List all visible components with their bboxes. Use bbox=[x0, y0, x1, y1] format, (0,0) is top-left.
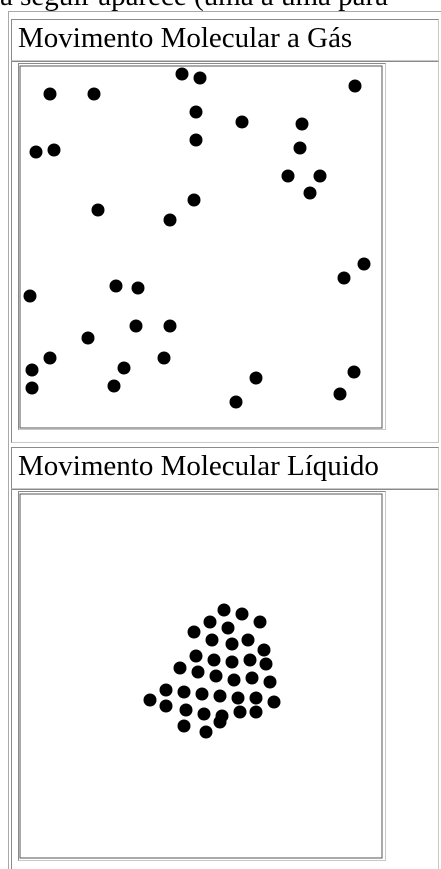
liquid-molecule bbox=[249, 705, 263, 719]
liquid-molecule bbox=[199, 725, 213, 739]
liquid-molecule bbox=[213, 689, 227, 703]
liquid-molecule bbox=[177, 719, 191, 733]
gas-molecule bbox=[235, 115, 249, 129]
gas-molecule bbox=[163, 319, 177, 333]
gas-molecule bbox=[357, 257, 371, 271]
liquid-molecule bbox=[205, 633, 219, 647]
gas-molecule bbox=[91, 203, 105, 217]
gas-molecule bbox=[25, 363, 39, 377]
liquid-molecule bbox=[143, 693, 157, 707]
clipped-header-text: a seguir aparece (uma a uma para bbox=[0, 0, 441, 12]
liquid-molecule bbox=[245, 671, 259, 685]
gas-molecule bbox=[281, 169, 295, 183]
liquid-molecule bbox=[189, 649, 203, 663]
gas-molecule bbox=[348, 79, 362, 93]
liquid-molecule bbox=[225, 655, 239, 669]
liquid-molecule bbox=[249, 691, 263, 705]
gas-molecule bbox=[43, 351, 57, 365]
gas-molecule bbox=[295, 117, 309, 131]
liquid-molecule bbox=[221, 621, 235, 635]
liquid-title-cell: Movimento Molecular Líquido bbox=[11, 447, 439, 489]
liquid-molecule bbox=[191, 665, 205, 679]
gas-molecule bbox=[107, 379, 121, 393]
gas-molecule bbox=[189, 133, 203, 147]
gas-molecule bbox=[129, 319, 143, 333]
liquid-molecule bbox=[267, 695, 281, 709]
gas-panel-title: Movimento Molecular a Gás bbox=[18, 22, 353, 54]
liquid-molecule bbox=[195, 687, 209, 701]
liquid-molecule bbox=[213, 715, 227, 729]
gas-simulation-cell bbox=[11, 61, 439, 443]
gas-molecule bbox=[117, 361, 131, 375]
liquid-molecule bbox=[159, 699, 173, 713]
gas-molecule bbox=[157, 351, 171, 365]
liquid-molecule bbox=[179, 703, 193, 717]
gas-molecule bbox=[347, 365, 361, 379]
liquid-molecule bbox=[231, 691, 245, 705]
liquid-molecule bbox=[197, 707, 211, 721]
liquid-molecule bbox=[203, 615, 217, 629]
gas-molecule bbox=[313, 169, 327, 183]
gas-molecule bbox=[193, 71, 207, 85]
gas-molecule bbox=[337, 271, 351, 285]
liquid-molecule bbox=[173, 661, 187, 675]
gas-molecule bbox=[81, 331, 95, 345]
liquid-molecule bbox=[243, 653, 257, 667]
gas-molecule bbox=[229, 395, 243, 409]
liquid-molecule bbox=[207, 653, 221, 667]
gas-molecule bbox=[23, 289, 37, 303]
liquid-molecule bbox=[235, 607, 249, 621]
liquid-molecule bbox=[177, 685, 191, 699]
liquid-molecule bbox=[259, 657, 273, 671]
gas-molecule bbox=[333, 387, 347, 401]
gas-molecule bbox=[303, 186, 317, 200]
liquid-molecule bbox=[241, 633, 255, 647]
outer-table-frame bbox=[8, 11, 441, 869]
liquid-panel-title: Movimento Molecular Líquido bbox=[18, 450, 379, 482]
liquid-molecule bbox=[257, 643, 271, 657]
liquid-molecule bbox=[209, 669, 223, 683]
liquid-molecule bbox=[227, 673, 241, 687]
liquid-molecule bbox=[217, 603, 231, 617]
gas-molecule bbox=[163, 213, 177, 227]
gas-molecule bbox=[187, 193, 201, 207]
gas-molecule bbox=[109, 279, 123, 293]
gas-molecule bbox=[189, 105, 203, 119]
gas-title-cell: Movimento Molecular a Gás bbox=[11, 19, 439, 61]
gas-simulation-frame bbox=[18, 63, 386, 430]
inner-container-1 bbox=[19, 493, 383, 859]
gas-molecule bbox=[25, 381, 39, 395]
liquid-molecule bbox=[253, 615, 267, 629]
gas-molecule bbox=[87, 87, 101, 101]
liquid-molecule bbox=[233, 705, 247, 719]
gas-molecule bbox=[47, 143, 61, 157]
liquid-molecule bbox=[187, 625, 201, 639]
gas-molecule bbox=[131, 281, 145, 295]
gas-molecule bbox=[175, 67, 189, 81]
liquid-simulation-cell bbox=[11, 489, 439, 869]
liquid-molecule bbox=[159, 683, 173, 697]
gas-molecule bbox=[43, 87, 57, 101]
liquid-simulation-frame bbox=[18, 491, 386, 861]
gas-molecule bbox=[249, 371, 263, 385]
inner-container-0 bbox=[19, 65, 383, 429]
gas-molecule bbox=[293, 141, 307, 155]
liquid-molecule bbox=[225, 637, 239, 651]
gas-molecule bbox=[29, 145, 43, 159]
liquid-molecule bbox=[263, 675, 277, 689]
